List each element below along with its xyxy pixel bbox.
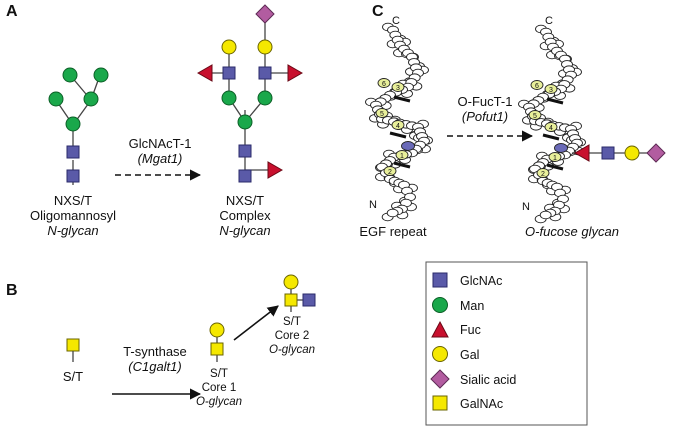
glcnac-square-icon bbox=[238, 144, 252, 158]
fuc-triangle-icon bbox=[573, 144, 590, 162]
fuc-triangle-icon bbox=[287, 64, 304, 82]
sialic-acid-legend-icon bbox=[430, 369, 450, 389]
glcnac-square-icon bbox=[66, 145, 80, 159]
core1-st-label: S/T bbox=[210, 368, 228, 380]
gal-circle-icon bbox=[221, 39, 237, 55]
svg-text:3: 3 bbox=[396, 85, 400, 92]
gal-circle-icon bbox=[209, 322, 225, 338]
svg-text:5: 5 bbox=[380, 111, 384, 118]
legend-label-man: Man bbox=[460, 299, 484, 313]
svg-text:2: 2 bbox=[388, 169, 392, 176]
panel-label-b: B bbox=[6, 282, 18, 299]
right-nxst-label: NXS/T bbox=[226, 193, 264, 208]
left-glycan-label: N-glycan bbox=[47, 223, 98, 238]
egf-repeat-label: EGF repeat bbox=[359, 224, 427, 239]
o-fucose-glycan-label: O-fucose glycan bbox=[525, 224, 619, 239]
legend-label-galnac: GalNAc bbox=[460, 397, 503, 411]
sialic-acid-diamond-icon bbox=[255, 4, 275, 24]
c1galt1-gene-label: (C1galt1) bbox=[128, 359, 181, 374]
core1-glycan bbox=[209, 322, 225, 362]
oligomannosyl-glycan bbox=[48, 67, 109, 185]
right-glycan-label: N-glycan bbox=[219, 223, 270, 238]
left-nxst-label: NXS/T bbox=[54, 193, 92, 208]
glcnac-square-icon bbox=[66, 169, 80, 183]
svg-text:3: 3 bbox=[549, 87, 553, 94]
legend-label-sialic-acid: Sialic acid bbox=[460, 373, 516, 387]
legend: GlcNAc Man Fuc Gal Sialic acid GalNAc bbox=[425, 261, 588, 426]
svg-text:6: 6 bbox=[382, 81, 386, 88]
sialic-acid-diamond-icon bbox=[646, 143, 666, 163]
legend-label-gal: Gal bbox=[460, 348, 479, 362]
core2-name-label: Core 2 bbox=[275, 330, 310, 342]
glcnac-square-icon bbox=[601, 146, 615, 160]
gal-circle-icon bbox=[283, 274, 299, 290]
left-type-label: Oligomannosyl bbox=[30, 208, 116, 223]
man-circle-icon bbox=[48, 91, 64, 107]
man-circle-icon bbox=[93, 67, 109, 83]
man-circle-icon bbox=[62, 67, 78, 83]
svg-text:4: 4 bbox=[396, 123, 400, 130]
svg-text:2: 2 bbox=[541, 171, 545, 178]
svg-text:6: 6 bbox=[535, 83, 539, 90]
glcnac-square-icon bbox=[302, 293, 316, 307]
svg-text:4: 4 bbox=[549, 125, 553, 132]
fuc-triangle-icon bbox=[267, 161, 284, 179]
c1galt1-enzyme-label: T-synthase bbox=[123, 344, 187, 359]
gal-legend-icon bbox=[432, 346, 448, 362]
legend-label-fuc: Fuc bbox=[460, 323, 481, 337]
mgat1-enzyme-label: GlcNAcT-1 bbox=[129, 136, 192, 151]
left-c-terminus-label: C bbox=[392, 15, 400, 27]
core2-arrow bbox=[233, 305, 279, 341]
man-circle-icon bbox=[257, 90, 273, 106]
o-fucose-chain bbox=[572, 143, 666, 163]
panel-label-c: C bbox=[372, 3, 384, 20]
o-fucose-egf-structure: 6 3 5 4 1 2 bbox=[518, 24, 586, 224]
fuc-triangle-icon bbox=[196, 64, 213, 82]
man-circle-icon bbox=[65, 116, 81, 132]
fuc-legend-icon bbox=[431, 320, 449, 338]
glcnac-square-icon bbox=[222, 66, 236, 80]
galnac-square-icon bbox=[210, 342, 224, 356]
right-c-terminus-label: C bbox=[545, 15, 553, 27]
svg-text:1: 1 bbox=[553, 155, 557, 162]
galnac-legend-icon bbox=[432, 395, 448, 411]
panel-label-a: A bbox=[6, 3, 18, 20]
core2-glycan bbox=[283, 274, 316, 312]
egf-repeat-structure: 6 3 5 4 1 2 bbox=[365, 22, 433, 222]
core2-st-label: S/T bbox=[283, 316, 301, 328]
galnac-square-icon bbox=[66, 338, 80, 352]
mgat1-gene-label: (Mgat1) bbox=[138, 151, 183, 166]
glcnac-square-icon bbox=[258, 66, 272, 80]
right-n-terminus-label: N bbox=[522, 201, 530, 213]
man-circle-icon bbox=[237, 114, 253, 130]
gal-circle-icon bbox=[257, 39, 273, 55]
legend-label-glcnac: GlcNAc bbox=[460, 274, 502, 288]
pofut1-enzyme-label: O-FucT-1 bbox=[458, 94, 513, 109]
glcnac-legend-icon bbox=[432, 272, 448, 288]
core1-type-label: O-glycan bbox=[196, 396, 242, 408]
glcnac-square-icon bbox=[238, 169, 252, 183]
svg-text:1: 1 bbox=[400, 153, 404, 160]
galnac-square-icon bbox=[284, 293, 298, 307]
man-circle-icon bbox=[83, 91, 99, 107]
legend-box bbox=[425, 261, 588, 426]
man-circle-icon bbox=[221, 90, 237, 106]
complex-glycan bbox=[196, 4, 304, 183]
core1-name-label: Core 1 bbox=[202, 382, 237, 394]
pofut1-gene-label: (Pofut1) bbox=[462, 109, 508, 124]
core2-type-label: O-glycan bbox=[269, 344, 315, 356]
svg-text:5: 5 bbox=[533, 113, 537, 120]
right-type-label: Complex bbox=[219, 208, 271, 223]
st-start-label: S/T bbox=[63, 369, 83, 384]
gal-circle-icon bbox=[624, 145, 640, 161]
man-legend-icon bbox=[432, 297, 448, 313]
left-n-terminus-label: N bbox=[369, 199, 377, 211]
